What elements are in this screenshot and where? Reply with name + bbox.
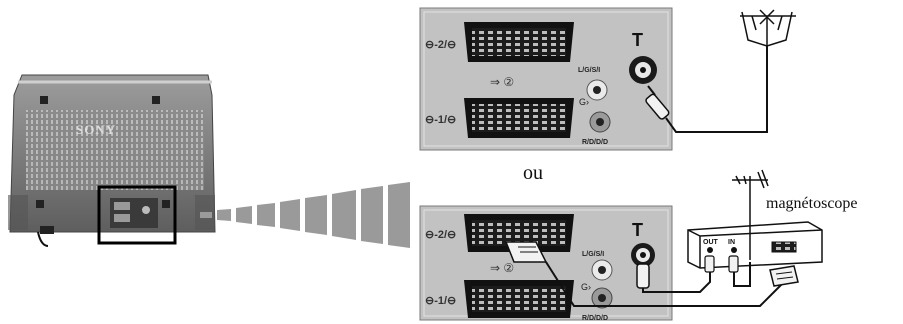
panel-highlight-box: [97, 185, 177, 245]
zoom-wedge: [200, 182, 410, 248]
or-caption: ou: [523, 162, 543, 184]
scart-1-socket[interactable]: [464, 98, 574, 138]
vcr-out-label: OUT: [703, 239, 719, 246]
arrow-2-label: ⇒ ②: [490, 75, 514, 89]
audio-right-jack-bottom[interactable]: [591, 287, 613, 309]
vcr-in-jack[interactable]: [731, 247, 737, 253]
antenna-cable-top: [665, 46, 768, 133]
rf-antenna-socket-bottom[interactable]: [631, 243, 655, 267]
headphone-icon: G›: [579, 97, 589, 107]
vcr-scart-socket[interactable]: [771, 241, 797, 253]
headphone-icon-bottom: G›: [581, 282, 591, 292]
antenna-jack-icon: T: [632, 30, 643, 50]
rf-plug-icon-bottom: [636, 263, 650, 289]
antenna-jack-icon-bottom: T: [632, 220, 643, 240]
antenna-icon-bottom: [732, 169, 769, 215]
plug-vcr-out: [704, 255, 715, 273]
audio-left-label-bottom: L/G/S/I: [582, 251, 604, 258]
arrow-2-label-bottom: ⇒ ②: [490, 261, 514, 275]
audio-right-jack[interactable]: [589, 111, 611, 133]
scart-1-label: ⊖-1/⊖: [425, 114, 456, 126]
connector-panel-top: ⊖-2/⊖ ⇒ ② ⊖-1/⊖ L/G/S/I G› R/D/D/D T: [419, 7, 673, 151]
cable-tv-to-vcr-out: [642, 256, 711, 293]
rf-plug-icon: [645, 85, 670, 120]
scart-connector-icon-vcr: [769, 265, 799, 287]
vcr-caption: magnétoscope: [766, 195, 858, 212]
plug-vcr-in: [728, 255, 739, 273]
audio-left-label: L/G/S/I: [578, 67, 600, 74]
connector-panel-bottom: ⊖-2/⊖ ⇒ ② ⊖-1/⊖ L/G/S/I G› R/D/D/D T: [419, 205, 673, 322]
vcr-in-label: IN: [728, 239, 735, 246]
audio-right-label: R/D/D/D: [582, 139, 608, 146]
scart-cable: [545, 261, 783, 307]
scart-2-label-bottom: ⊖-2/⊖: [425, 229, 456, 241]
tv-rear: SONY: [8, 74, 216, 247]
tv-brand-logo: SONY: [76, 122, 116, 137]
audio-left-jack[interactable]: [586, 79, 608, 101]
audio-right-label-bottom: R/D/D/D: [582, 315, 608, 322]
scart-2-socket[interactable]: [464, 22, 574, 62]
vcr-device: OUT IN: [687, 221, 823, 269]
scart-1-label-bottom: ⊖-1/⊖: [425, 295, 456, 307]
vcr-out-jack[interactable]: [707, 247, 713, 253]
scart-1-socket-bottom[interactable]: [464, 280, 574, 318]
audio-left-jack-bottom[interactable]: [591, 259, 613, 281]
rf-antenna-socket[interactable]: [629, 56, 657, 84]
scart-2-label: ⊖-2/⊖: [425, 39, 456, 51]
antenna-icon: [740, 9, 796, 58]
